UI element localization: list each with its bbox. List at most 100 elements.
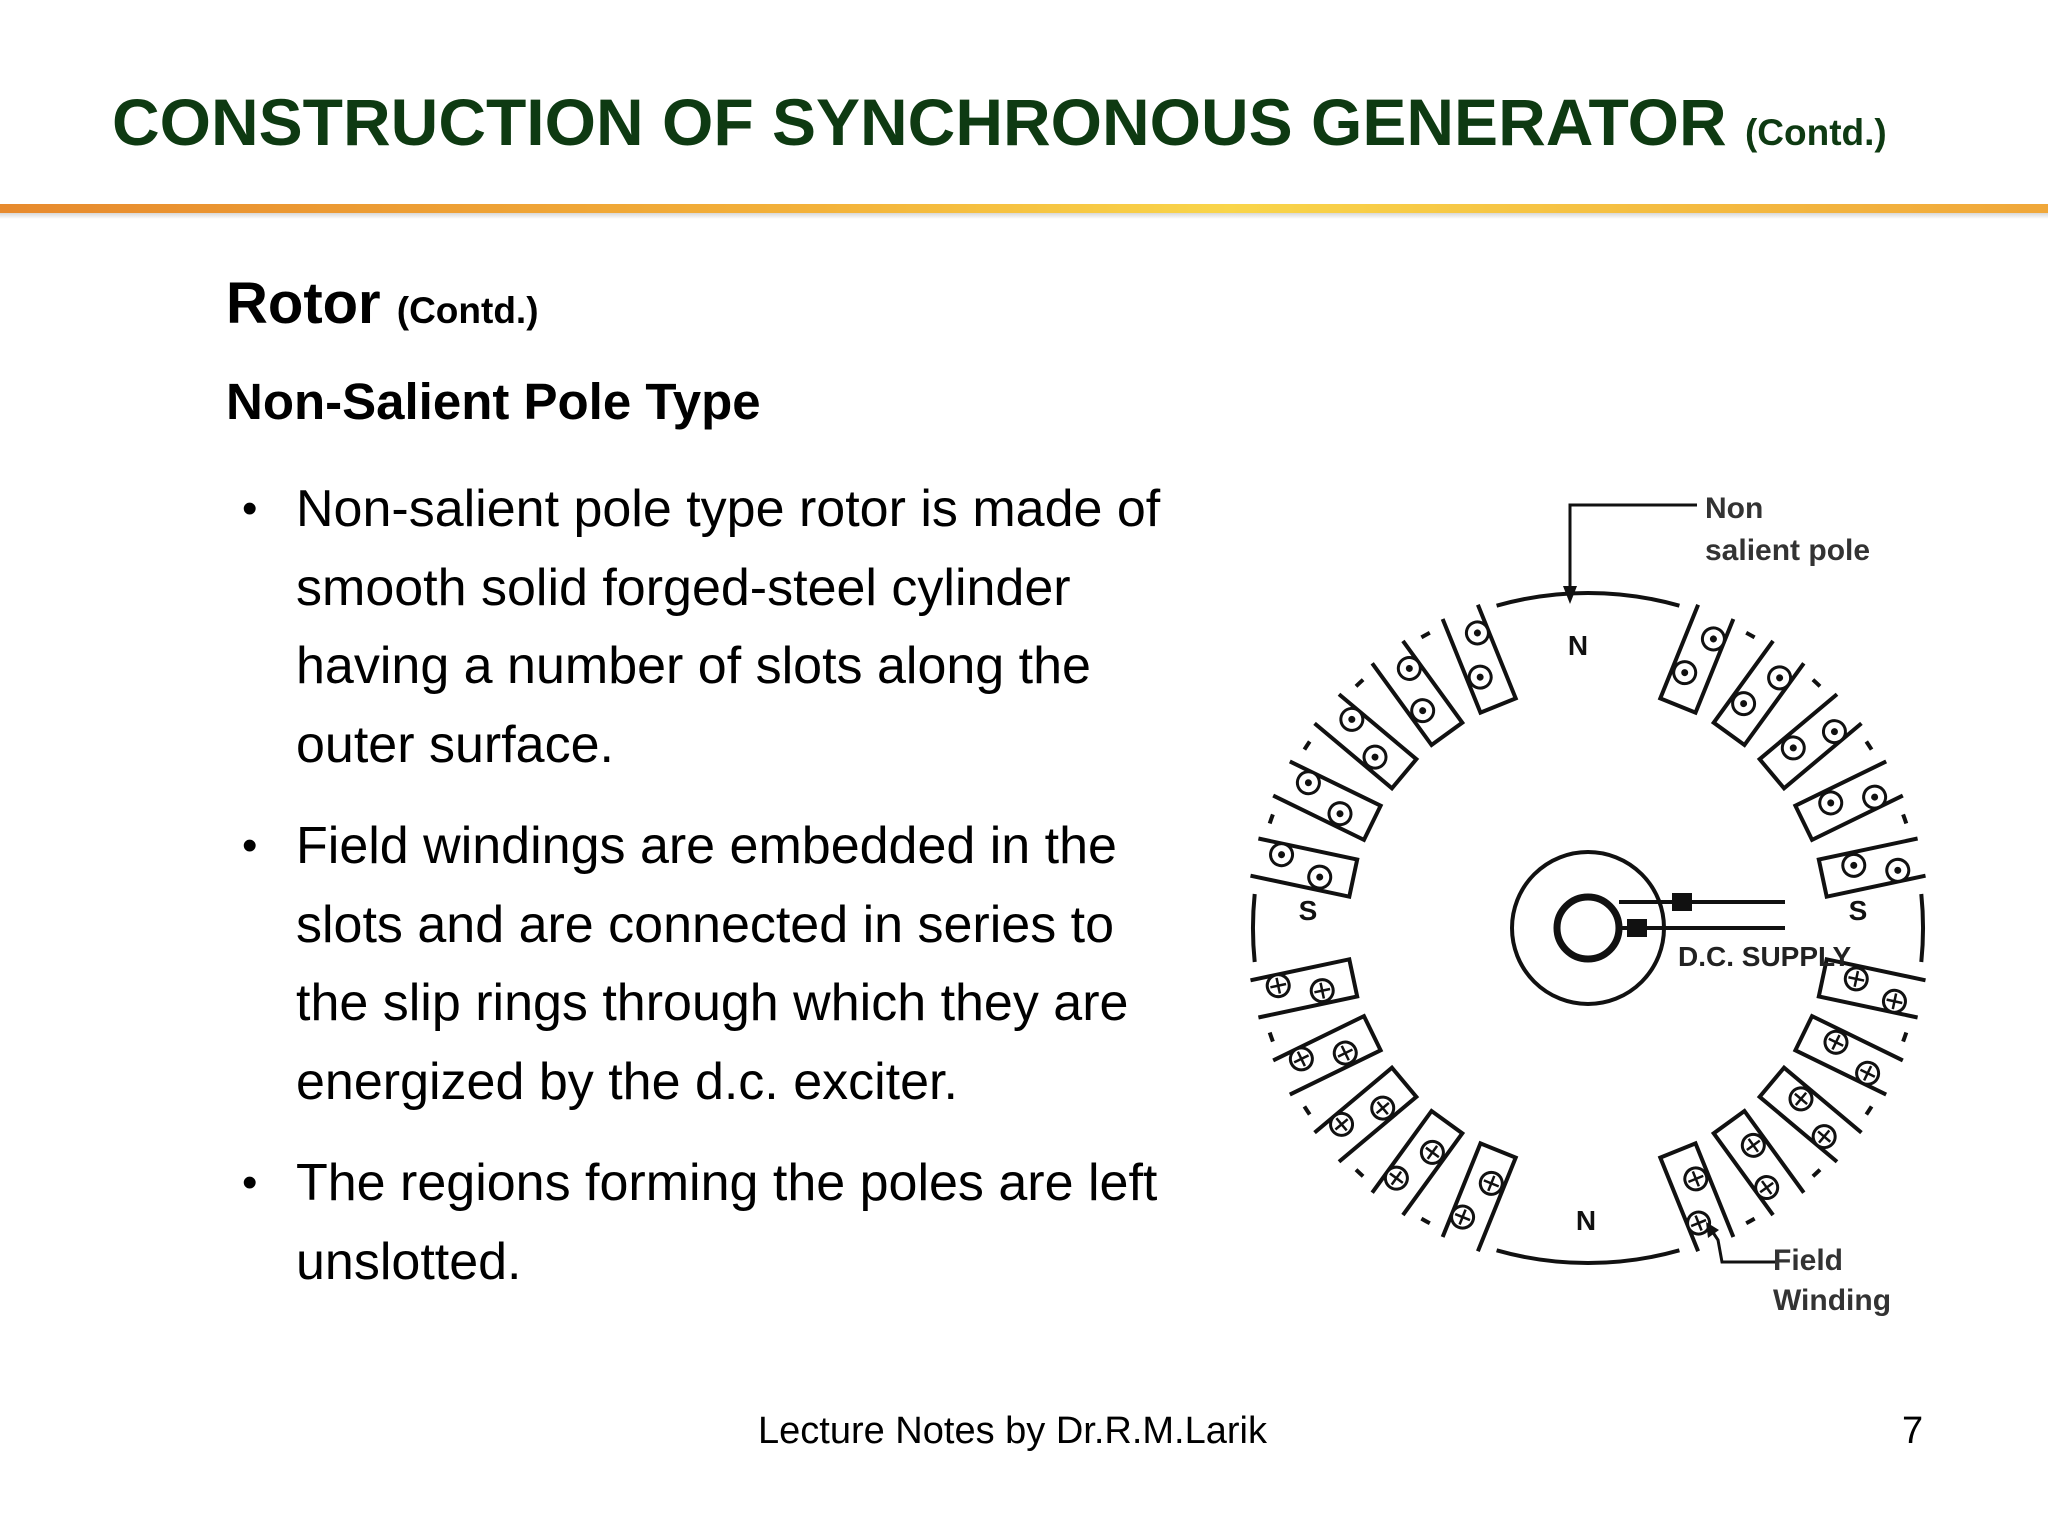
label-pole-s-right: S — [1849, 895, 1868, 926]
bullet-list: •Non-salient pole type rotor is made of … — [230, 470, 1190, 1324]
slot — [1272, 759, 1384, 843]
field-winding-leader — [1708, 1227, 1775, 1264]
conductor-icon — [1396, 655, 1422, 681]
conductor-icon — [1686, 1210, 1712, 1236]
conductor-icon — [1700, 626, 1726, 652]
bullet-item: • The regions forming the poles are left … — [230, 1144, 1190, 1301]
slot-outline — [1272, 1013, 1384, 1097]
slot-outline — [1250, 836, 1360, 900]
conductor-icon — [1672, 660, 1698, 686]
bullet-text: The regions forming the poles are left u… — [296, 1154, 1158, 1291]
label-pole-n-bottom: N — [1576, 1205, 1596, 1236]
bullet-icon: • — [242, 821, 258, 870]
bullet-item: • Field windings are embedded in the slot… — [230, 807, 1190, 1121]
slot — [1313, 1064, 1420, 1164]
conductor-icon — [1332, 1040, 1358, 1066]
slot-outline — [1816, 956, 1926, 1020]
conductor-icon — [1329, 1111, 1355, 1137]
conductor-icon — [1731, 691, 1757, 717]
slot-outline — [1370, 639, 1466, 748]
label-pole-s-left: S — [1299, 895, 1318, 926]
conductor-icon — [1780, 735, 1806, 761]
slide-title-text: CONSTRUCTION OF SYNCHRONOUS GENERATOR — [112, 85, 1727, 159]
conductor-icon — [1818, 790, 1844, 816]
slot-outline — [1792, 1013, 1904, 1097]
conductor-icon — [1450, 1204, 1476, 1230]
conductor-icon — [1855, 1060, 1881, 1086]
slot — [1710, 1108, 1806, 1217]
slot-outline — [1657, 1140, 1736, 1253]
slot-outline — [1313, 692, 1420, 792]
conductor-icon — [1265, 973, 1291, 999]
conductor-icon — [1788, 1086, 1814, 1112]
rotor-body — [1251, 591, 1925, 1265]
title-divider-shadow — [0, 213, 2048, 219]
slot — [1756, 692, 1863, 792]
brush-upper — [1672, 893, 1692, 911]
brush-lower — [1627, 919, 1647, 937]
bullet-icon: • — [242, 484, 258, 533]
slot — [1816, 836, 1926, 900]
conductor-icon — [1288, 1046, 1314, 1072]
slot — [1250, 956, 1360, 1020]
label-pole-n-top: N — [1568, 630, 1588, 661]
section-heading-text: Rotor — [226, 271, 381, 336]
conductor-icon — [1754, 1175, 1780, 1201]
conductor-icon — [1464, 620, 1490, 646]
conductor-icon — [1740, 1132, 1766, 1158]
conductor-icon — [1309, 978, 1335, 1004]
conductor-icon — [1841, 852, 1867, 878]
slot — [1370, 1108, 1466, 1217]
conductor-icon — [1467, 664, 1493, 690]
slide-title-suffix: (Contd.) — [1744, 112, 1887, 153]
conductor-icon — [1383, 1165, 1409, 1191]
conductor-icon — [1821, 719, 1847, 745]
slot — [1272, 1013, 1384, 1097]
slot — [1657, 1140, 1736, 1253]
conductor-icon — [1823, 1029, 1849, 1055]
slot-outline — [1816, 836, 1926, 900]
slot-outline — [1792, 759, 1904, 843]
arrow-head-icon — [1706, 1222, 1719, 1238]
subheading: Non-Salient Pole Type — [226, 373, 761, 430]
bullet-icon: • — [242, 1158, 258, 1207]
conductor-icon — [1269, 842, 1295, 868]
slot — [1440, 603, 1519, 716]
slot — [1370, 639, 1466, 748]
conductor-icon — [1881, 988, 1907, 1014]
slot-outline — [1313, 1064, 1420, 1164]
rotor-diagram: Non salient pole N N S S D.C. SUPPLY Fie… — [1250, 492, 1926, 1317]
annotation-arrows — [1563, 503, 1775, 1264]
shaft — [1510, 850, 1785, 1006]
footer-credit: Lecture Notes by Dr.R.M.Larik — [758, 1410, 1267, 1452]
conductor-icon — [1683, 1166, 1709, 1192]
slot — [1313, 692, 1420, 792]
conductor-icon — [1862, 784, 1888, 810]
label-non: Non — [1705, 492, 1763, 525]
slot — [1792, 759, 1904, 843]
slot-outline — [1440, 1140, 1519, 1253]
slot — [1816, 956, 1926, 1020]
slot-outline — [1250, 956, 1360, 1020]
slot — [1710, 639, 1806, 748]
conductor-icon — [1327, 801, 1353, 827]
conductor-icon — [1362, 744, 1388, 770]
conductor-icon — [1410, 698, 1436, 724]
section-heading: Rotor (Contd.) — [226, 270, 539, 337]
page-number: 7 — [1902, 1410, 1924, 1452]
diagram-labels: Non salient pole N N S S D.C. SUPPLY Fie… — [1299, 492, 1891, 1317]
slot — [1756, 1064, 1863, 1164]
slot-outline — [1370, 1108, 1466, 1217]
bullet-text: Field windings are embedded in the slots… — [296, 817, 1129, 1111]
conductor-icon — [1478, 1170, 1504, 1196]
conductor-icon — [1295, 770, 1321, 796]
slot-outline — [1440, 603, 1519, 716]
slide-title: CONSTRUCTION OF SYNCHRONOUS GENERATOR (C… — [112, 82, 2012, 173]
conductor-icon — [1339, 706, 1365, 732]
conductor-icon — [1307, 864, 1333, 890]
rotor-slots — [1250, 603, 1926, 1253]
title-divider — [0, 204, 2048, 213]
slot — [1792, 1013, 1904, 1097]
slot-outline — [1710, 1108, 1806, 1217]
conductor-icon — [1885, 857, 1911, 883]
